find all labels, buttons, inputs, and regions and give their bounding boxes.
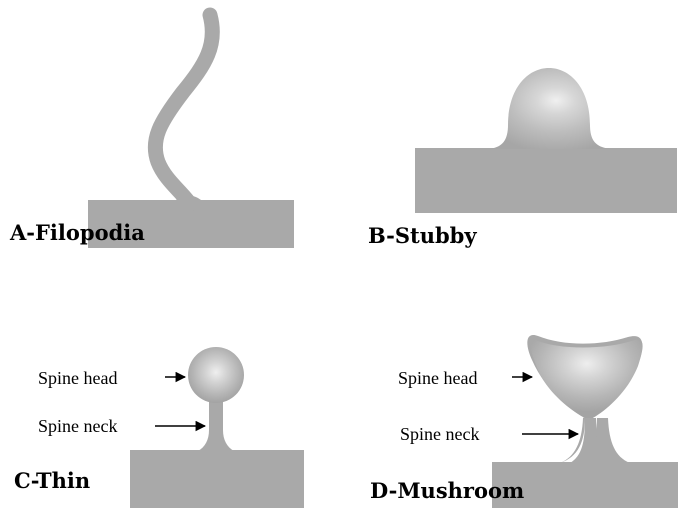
panel-c-label: C-Thin (14, 470, 90, 491)
dendrite-shaft-b (415, 148, 677, 213)
mushroom-spine-head (531, 340, 643, 420)
panel-b-label: B-Stubby (368, 225, 477, 246)
thin-spine-neck (198, 395, 234, 451)
panel-a-label: A-Filopodia (10, 222, 145, 243)
stubby-spine-head (490, 68, 610, 149)
thin-spine-neck-label: Spine neck (38, 417, 117, 435)
dendrite-shaft-c (130, 450, 304, 508)
thin-spine-head (188, 347, 244, 403)
mushroom-spine-neck-label: Spine neck (400, 425, 479, 443)
thin-spine-head-label: Spine head (38, 369, 117, 387)
panel-c-thin (130, 347, 304, 508)
panel-d-label: D-Mushroom (370, 480, 524, 501)
filopodium (155, 15, 212, 204)
panel-a-filopodia (88, 15, 294, 248)
mushroom-spine-head-label: Spine head (398, 369, 477, 387)
panel-b-stubby (415, 68, 677, 213)
